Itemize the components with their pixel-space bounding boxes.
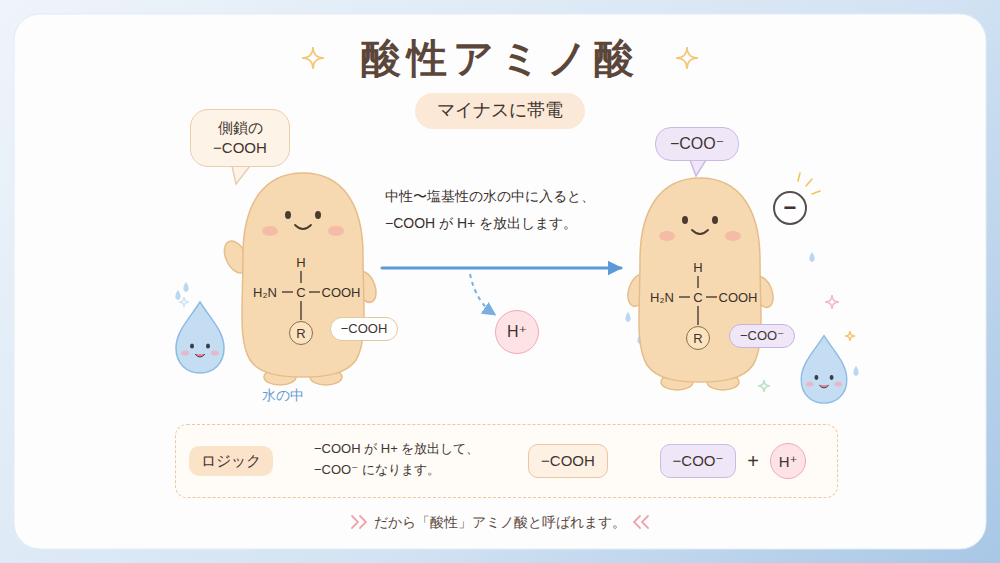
node-text: R — [693, 332, 702, 345]
amino-acid-character: R H H₂N C COOH — [625, 170, 775, 390]
connector-arrow — [382, 267, 621, 270]
splash — [809, 252, 814, 262]
charge-circle: − — [773, 191, 807, 225]
formula-text: H — [296, 255, 305, 270]
node-text: 側鎖の −COOH — [203, 118, 277, 159]
proton-circle: H⁺ — [495, 310, 539, 354]
explanation-text: 中性〜塩基性の水の中に入ると、 −COOH が H+ を放出します。 — [385, 183, 625, 236]
sparkle — [179, 297, 189, 307]
formula-pill: −COOH — [528, 444, 608, 478]
formula-text: H — [693, 260, 702, 275]
subtitle-pill: マイナスに帯電 — [415, 93, 585, 128]
water-label: 水の中 — [253, 387, 313, 405]
bubble-tail — [232, 166, 250, 184]
bubble-tail — [690, 160, 706, 176]
formula-text: H₂N — [650, 290, 674, 305]
formula-text: H₂N — [253, 285, 277, 300]
splash — [175, 290, 180, 300]
formula-text: COOH — [719, 290, 758, 305]
node-text: R — [296, 327, 305, 340]
character-body — [228, 165, 378, 385]
splash — [625, 312, 630, 322]
side-chain-circle: R — [289, 321, 313, 345]
formula-text: C — [693, 290, 702, 305]
caption: だから「酸性」アミノ酸と呼ばれます。 — [0, 512, 1000, 532]
logic-pill: ロジック — [189, 446, 273, 476]
water-drop — [801, 336, 847, 403]
splash — [853, 366, 858, 376]
formula-text: C — [296, 285, 305, 300]
proton-circle: H⁺ — [770, 443, 806, 479]
node-text: −COO⁻ — [673, 451, 724, 471]
sparkle — [758, 380, 770, 392]
node-text: −COO⁻ — [670, 134, 724, 155]
side-chain-circle: R — [686, 326, 710, 350]
sparkle — [845, 331, 855, 341]
formula-pill: −COO⁻ — [660, 444, 737, 478]
node-text: −COOH が H+ を放出して、 −COO⁻ になります。 — [314, 438, 494, 481]
node-text: ロジック — [201, 451, 261, 471]
water-drop — [176, 302, 224, 373]
plus-sign: + — [743, 449, 763, 473]
speech-bubble: −COO⁻ — [655, 127, 739, 162]
side-chain-callout: −COOH — [330, 317, 399, 342]
formula-text: COOH — [322, 285, 361, 300]
logic-band: ロジック −COOH −COO⁻ H⁺ −COOH が H+ を放出して、 −COO⁻ … — [175, 424, 838, 498]
amino-acid-character: R H H₂N C COOH — [228, 165, 378, 385]
side-chain-callout: −COO⁻ — [729, 324, 795, 349]
character-body — [625, 170, 775, 390]
card — [14, 14, 986, 549]
node-text: −COO⁻ — [740, 328, 784, 345]
sparkle — [825, 295, 839, 309]
node-text: マイナスに帯電 — [437, 99, 563, 122]
burst — [798, 173, 820, 194]
speech-bubble: 側鎖の −COOH — [190, 109, 290, 168]
sparkle — [302, 47, 324, 69]
node-text: −COOH — [341, 321, 388, 338]
node-text: H⁺ — [779, 454, 798, 469]
sparkle — [676, 47, 698, 69]
splash — [183, 282, 188, 292]
node-text: H⁺ — [507, 324, 527, 340]
title: 酸性アミノ酸 — [0, 30, 1000, 86]
release-arrow — [470, 274, 494, 314]
node-text: −COOH — [541, 451, 595, 471]
node-text: − — [784, 197, 797, 219]
